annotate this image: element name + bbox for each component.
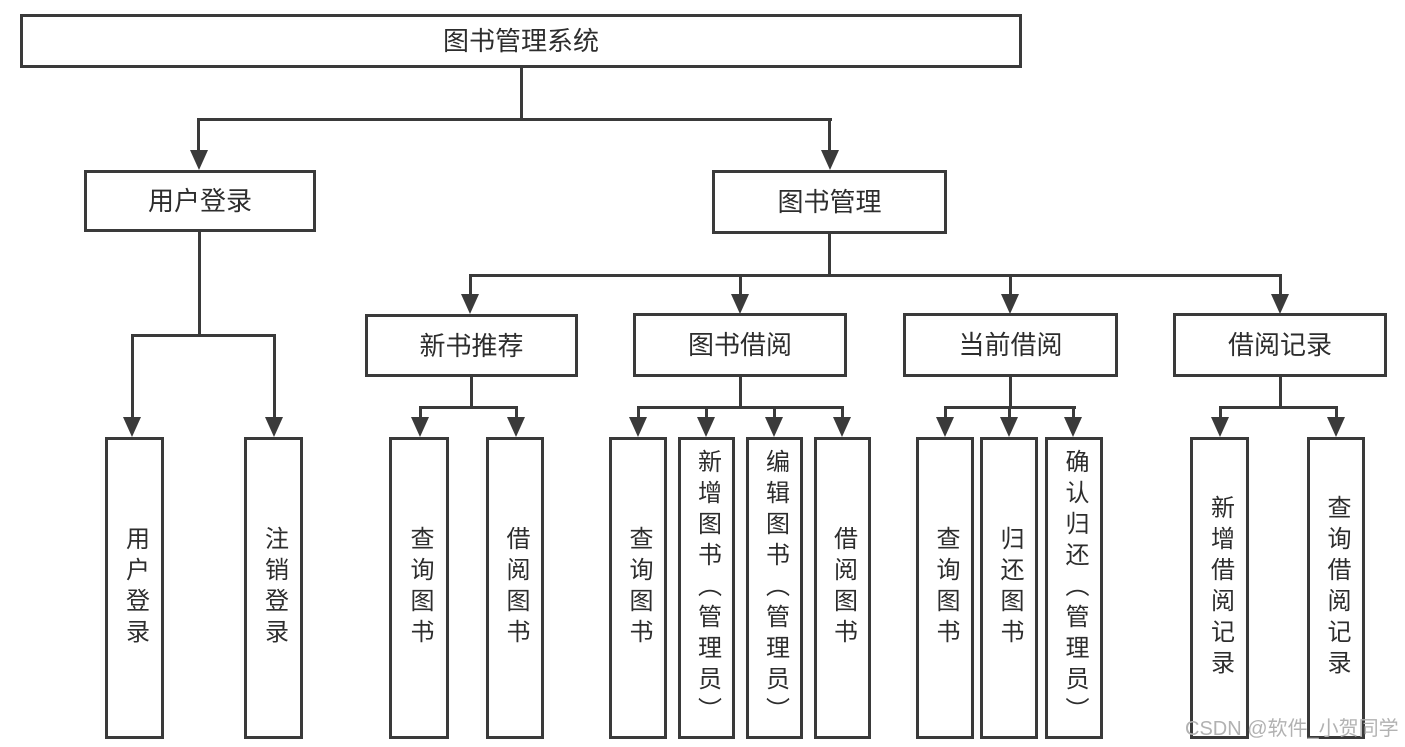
arrowhead-down-icon bbox=[629, 417, 647, 437]
connector-line bbox=[469, 274, 1282, 277]
node-book-mgmt: 图书管理 bbox=[712, 170, 947, 234]
leaf-borrow-books-2: 借阅图书 bbox=[814, 437, 871, 739]
leaf-query-books-2: 查询图书 bbox=[609, 437, 667, 739]
leaf-edit-books: 编辑图书（管理员） bbox=[746, 437, 803, 739]
connector-line bbox=[197, 120, 200, 152]
connector-line bbox=[1279, 276, 1282, 298]
connector-line bbox=[469, 276, 472, 298]
arrowhead-down-icon bbox=[1271, 294, 1289, 314]
node-borrow-records-label: 借阅记录 bbox=[1227, 330, 1332, 360]
node-user-login-label: 用户登录 bbox=[147, 186, 252, 216]
leaf-query-books-1-label: 查询图书 bbox=[406, 526, 433, 650]
connector-line bbox=[1072, 408, 1075, 420]
arrowhead-down-icon bbox=[461, 294, 479, 314]
arrowhead-down-icon bbox=[1064, 417, 1082, 437]
leaf-query-books-2-label: 查询图书 bbox=[625, 526, 652, 650]
connector-line bbox=[131, 334, 276, 337]
node-root: 图书管理系统 bbox=[20, 14, 1022, 68]
connector-line bbox=[419, 406, 518, 409]
connector-line bbox=[705, 408, 708, 420]
connector-line bbox=[739, 276, 742, 298]
arrowhead-down-icon bbox=[1211, 417, 1229, 437]
leaf-borrow-books-1: 借阅图书 bbox=[486, 437, 544, 739]
leaf-query-borrow-record-label: 查询借阅记录 bbox=[1323, 495, 1350, 681]
node-new-books-label: 新书推荐 bbox=[419, 330, 524, 361]
connector-line bbox=[198, 232, 201, 336]
leaf-query-books-1: 查询图书 bbox=[389, 437, 449, 739]
leaf-confirm-return-label: 确认归还（管理员） bbox=[1061, 448, 1088, 728]
connector-line bbox=[739, 377, 742, 408]
leaf-return-books: 归还图书 bbox=[980, 437, 1038, 739]
connector-line bbox=[944, 406, 1076, 409]
connector-line bbox=[470, 377, 473, 408]
connector-line bbox=[273, 336, 276, 420]
leaf-query-books-3: 查询图书 bbox=[916, 437, 974, 739]
node-new-books: 新书推荐 bbox=[365, 314, 578, 377]
arrowhead-down-icon bbox=[1001, 294, 1019, 314]
leaf-query-books-3-label: 查询图书 bbox=[932, 526, 959, 650]
connector-line bbox=[1219, 408, 1222, 420]
connector-line bbox=[828, 120, 831, 152]
arrowhead-down-icon bbox=[411, 417, 429, 437]
connector-line bbox=[520, 68, 523, 120]
connector-line bbox=[197, 118, 832, 121]
arrowhead-down-icon bbox=[936, 417, 954, 437]
connector-line bbox=[515, 408, 518, 420]
leaf-add-books: 新增图书（管理员） bbox=[678, 437, 735, 739]
leaf-borrow-books-2-label: 借阅图书 bbox=[829, 526, 857, 650]
arrowhead-down-icon bbox=[507, 417, 525, 437]
leaf-logout: 注销登录 bbox=[244, 437, 303, 739]
leaf-add-borrow-record-label: 新增借阅记录 bbox=[1206, 495, 1234, 681]
arrowhead-down-icon bbox=[190, 150, 208, 170]
connector-line bbox=[637, 408, 640, 420]
arrowhead-down-icon bbox=[821, 150, 839, 170]
arrowhead-down-icon bbox=[265, 417, 283, 437]
connector-line bbox=[637, 406, 844, 409]
csdn-watermark: CSDN @软件_小贺同学 bbox=[1185, 718, 1399, 740]
connector-line bbox=[419, 408, 422, 420]
leaf-edit-books-label: 编辑图书（管理员） bbox=[761, 448, 789, 728]
arrowhead-down-icon bbox=[765, 417, 783, 437]
connector-line bbox=[1008, 408, 1011, 420]
leaf-logout-label: 注销登录 bbox=[260, 526, 288, 650]
arrowhead-down-icon bbox=[731, 294, 749, 314]
node-book-borrow: 图书借阅 bbox=[633, 313, 847, 377]
leaf-add-borrow-record: 新增借阅记录 bbox=[1190, 437, 1249, 739]
connector-line bbox=[773, 408, 776, 420]
connector-line bbox=[1219, 406, 1338, 409]
leaf-borrow-books-1-label: 借阅图书 bbox=[502, 526, 529, 650]
node-borrow-records: 借阅记录 bbox=[1173, 313, 1387, 377]
arrowhead-down-icon bbox=[1327, 417, 1345, 437]
connector-line bbox=[1009, 276, 1012, 298]
connector-line bbox=[1335, 408, 1338, 420]
node-user-login: 用户登录 bbox=[84, 170, 316, 232]
leaf-confirm-return: 确认归还（管理员） bbox=[1045, 437, 1103, 739]
connector-line bbox=[841, 408, 844, 420]
arrowhead-down-icon bbox=[833, 417, 851, 437]
leaf-user-login: 用户登录 bbox=[105, 437, 164, 739]
arrowhead-down-icon bbox=[123, 417, 141, 437]
connector-line bbox=[131, 336, 134, 420]
node-book-borrow-label: 图书借阅 bbox=[687, 330, 792, 360]
node-root-label: 图书管理系统 bbox=[442, 26, 599, 56]
arrowhead-down-icon bbox=[697, 417, 715, 437]
connector-line bbox=[1009, 377, 1012, 408]
connector-line bbox=[828, 234, 831, 276]
connector-line bbox=[944, 408, 947, 420]
arrowhead-down-icon bbox=[1000, 417, 1018, 437]
node-current-borrow-label: 当前借阅 bbox=[958, 330, 1063, 360]
node-current-borrow: 当前借阅 bbox=[903, 313, 1118, 377]
leaf-return-books-label: 归还图书 bbox=[996, 526, 1023, 650]
leaf-user-login-label: 用户登录 bbox=[121, 526, 149, 650]
node-book-mgmt-label: 图书管理 bbox=[777, 187, 882, 217]
leaf-query-borrow-record: 查询借阅记录 bbox=[1307, 437, 1365, 739]
leaf-add-books-label: 新增图书（管理员） bbox=[693, 448, 721, 728]
connector-line bbox=[1279, 377, 1282, 408]
